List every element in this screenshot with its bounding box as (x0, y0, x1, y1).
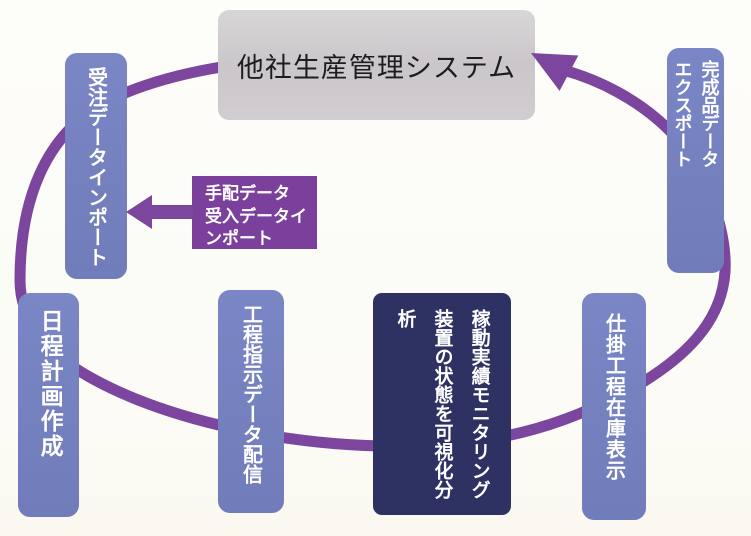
process-instruction-box: 工程指示データ配信 (218, 290, 284, 513)
operation-monitoring-box: 稼動実績モニタリング 装置の状態を可視化分析 (373, 293, 511, 515)
finished-export-box: 完成品データ エクスポート (667, 48, 724, 273)
schedule-plan-box: 日程計画作成 (18, 293, 79, 517)
schedule-plan-label: 日程計画作成 (36, 309, 63, 459)
wip-inventory-box: 仕掛工程在庫表示 (582, 293, 646, 520)
system-box-label: 他社生産管理システム (236, 52, 517, 84)
finished-export-label: 完成品データ エクスポート (671, 60, 720, 168)
wip-inventory-label: 仕掛工程在庫表示 (602, 313, 627, 481)
process-instruction-label: 工程指示データ配信 (239, 304, 264, 484)
arrange-import-box: 手配データ 受入データイ ンポート (192, 176, 317, 249)
import-arrow-icon (126, 195, 193, 229)
arrange-import-label: 手配データ 受入データイ ンポート (205, 184, 307, 250)
system-box: 他社生産管理システム (218, 10, 535, 120)
order-import-box: 受注データインポート (65, 53, 127, 279)
operation-monitoring-label: 稼動実績モニタリング 装置の状態を可視化分析 (394, 309, 491, 499)
order-import-label: 受注データインポート (84, 67, 109, 267)
